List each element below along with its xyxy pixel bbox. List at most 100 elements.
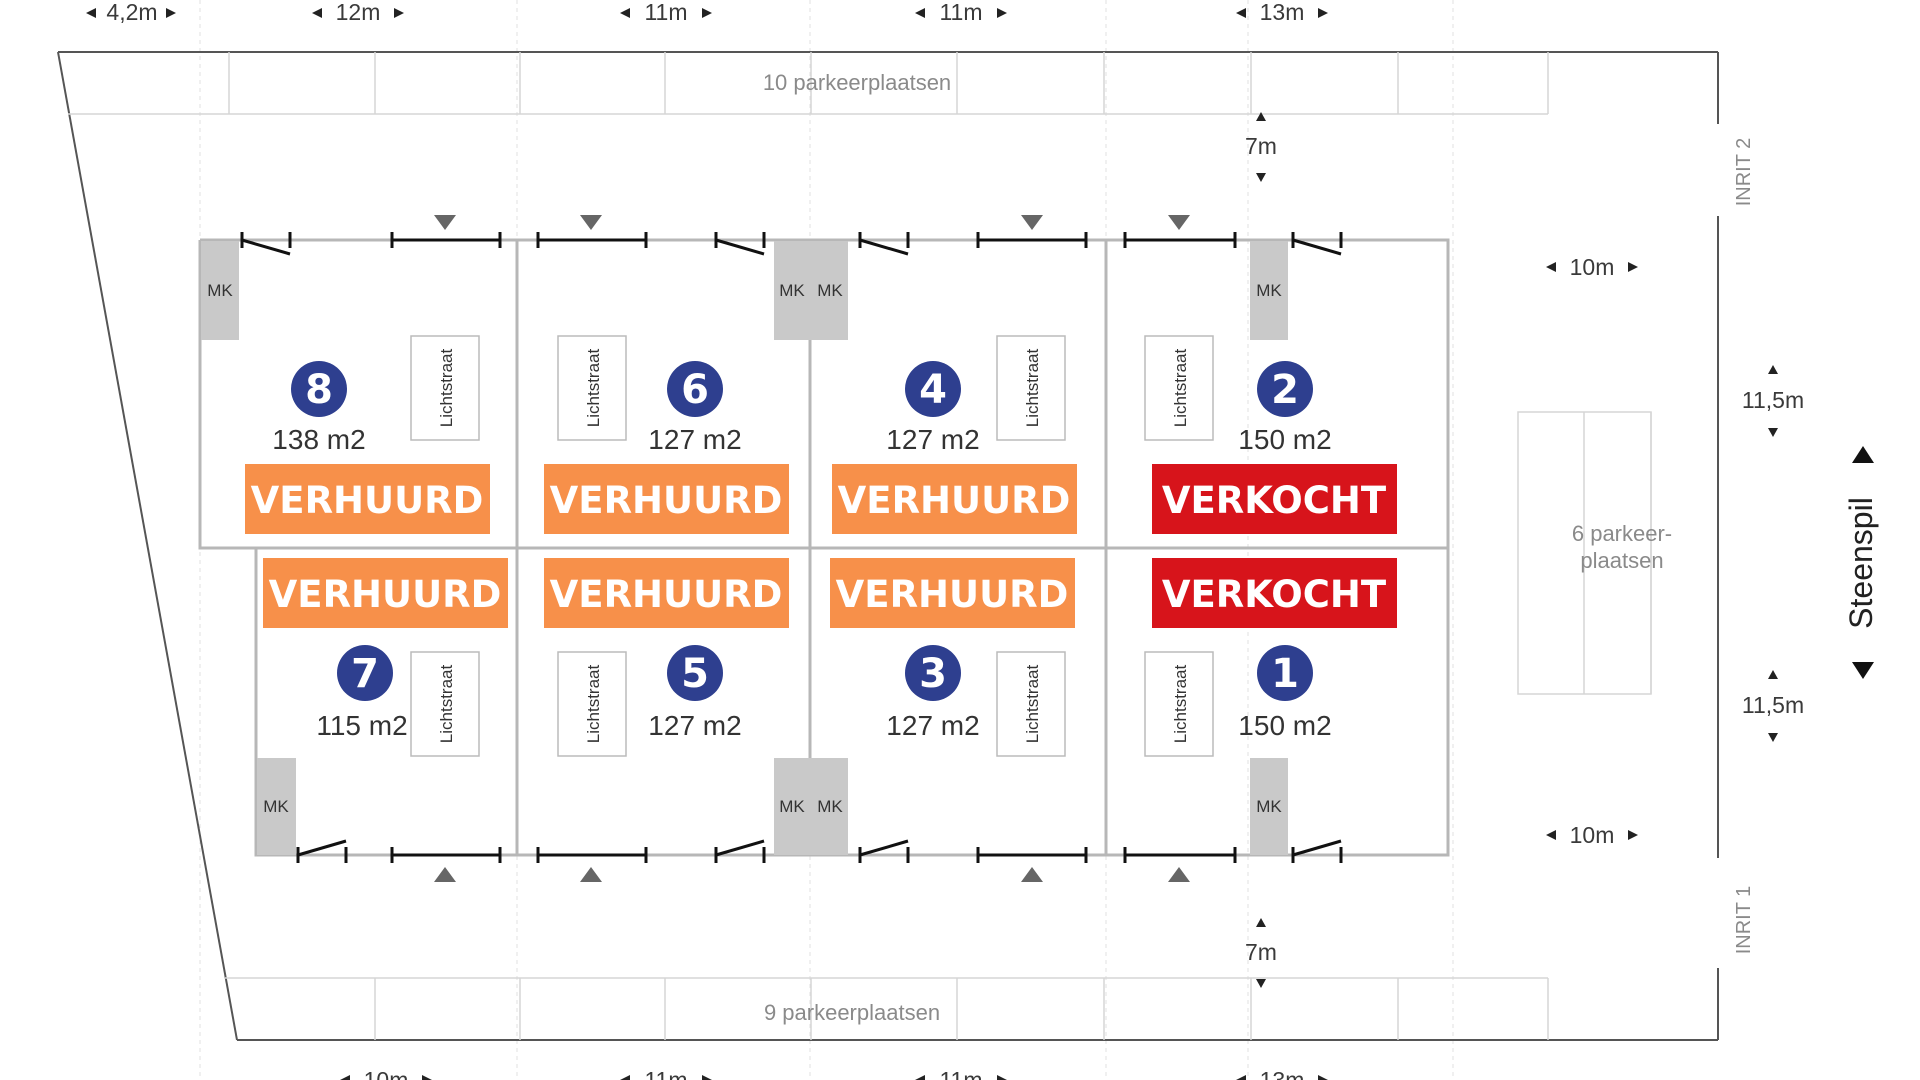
status-badge [830, 558, 1075, 628]
unit-badge [1257, 361, 1313, 417]
mk-unit-5: MK [774, 758, 811, 855]
top-dim-1: 4,2m [86, 0, 176, 25]
door-unit-6 [715, 238, 765, 256]
unit-number: 5 [681, 651, 709, 697]
door-unit-2 [1292, 238, 1342, 256]
status-label: VERHUURD [550, 479, 783, 522]
skylight-unit-3: Lichtstraat [996, 651, 1066, 757]
bottom-dim-3: 11m [915, 1067, 1007, 1080]
svg-text:13m: 13m [1260, 1067, 1305, 1080]
svg-text:Lichtstraat: Lichtstraat [1171, 665, 1190, 744]
svg-text:Lichtstraat: Lichtstraat [584, 349, 603, 428]
parking-right-label-1: 6 parkeer- [1572, 521, 1672, 546]
svg-text:Lichtstraat: Lichtstraat [1171, 349, 1190, 428]
doors-top [240, 232, 1343, 256]
guide-lines [199, 0, 1454, 1080]
svg-text:MK: MK [263, 797, 289, 816]
unit-7[interactable]: VERHUURD 7 115 m2 [263, 558, 508, 741]
svg-text:12m: 12m [336, 0, 381, 25]
skylights: Lichtstraat Lichtstraat Lichtstraat Lich… [410, 335, 1214, 757]
svg-text:13m: 13m [1260, 0, 1305, 25]
status-badge [544, 464, 789, 534]
unit-badge [667, 645, 723, 701]
right-dim-bottom: 10m [1546, 822, 1638, 848]
right-height-top: 11,5m [1742, 365, 1804, 437]
unit-area: 127 m2 [648, 424, 741, 455]
svg-text:MK: MK [207, 281, 233, 300]
unit-4[interactable]: 4 127 m2 VERHUURD [832, 361, 1077, 534]
top-dimensions: 4,2m 12m 11m 11m 13m [86, 0, 1328, 25]
svg-text:7m: 7m [1245, 939, 1277, 965]
svg-text:MK: MK [817, 797, 843, 816]
status-label: VERHUURD [269, 573, 502, 616]
top-dim-5: 13m [1236, 0, 1328, 25]
svg-text:MK: MK [779, 281, 805, 300]
bottom-dim-1: 10m [340, 1067, 432, 1080]
unit-3[interactable]: VERHUURD 3 127 m2 [830, 558, 1075, 741]
mk-unit-1: MK [1250, 758, 1288, 855]
entrance-2-label: INRIT 2 [1733, 138, 1755, 207]
status-label: VERHUURD [838, 479, 1071, 522]
svg-text:11m: 11m [644, 1067, 687, 1080]
parking-top [68, 52, 1549, 115]
svg-text:MK: MK [1256, 797, 1282, 816]
status-badge [245, 464, 490, 534]
skylight-unit-8: Lichtstraat [410, 335, 480, 441]
unit-1[interactable]: VERKOCHT 1 150 m2 [1152, 558, 1397, 741]
unit-number: 2 [1271, 367, 1299, 413]
svg-text:10m: 10m [1570, 822, 1615, 848]
skylight-unit-1: Lichtstraat [1144, 651, 1214, 757]
svg-text:MK: MK [779, 797, 805, 816]
road-bottom-width: 7m [1245, 918, 1277, 988]
svg-text:11m: 11m [644, 0, 687, 25]
unit-number: 4 [919, 367, 947, 413]
unit-2[interactable]: 2 150 m2 VERKOCHT [1152, 361, 1397, 534]
unit-number: 3 [919, 651, 947, 697]
skylight-unit-5: Lichtstraat [557, 651, 627, 757]
mk-blocks: MK MK MK MK MK MK MK MK [201, 241, 1288, 855]
svg-text:Steenspil: Steenspil [1843, 497, 1879, 629]
site-outline [57, 51, 1719, 1041]
unit-8[interactable]: 8 138 m2 VERHUURD [245, 361, 490, 534]
unit-badge [905, 645, 961, 701]
mk-unit-7: MK [257, 758, 296, 855]
bottom-dimensions: 10m 11m 11m 13m [340, 1067, 1328, 1080]
status-label: VERHUURD [550, 573, 783, 616]
svg-text:Lichtstraat: Lichtstraat [437, 349, 456, 428]
entry-markers-top [434, 215, 1190, 230]
mk-unit-3: MK [811, 758, 848, 855]
svg-text:MK: MK [817, 281, 843, 300]
mk-unit-8: MK [201, 241, 239, 340]
unit-area: 150 m2 [1238, 710, 1331, 741]
svg-text:10m: 10m [364, 1067, 409, 1080]
status-label: VERKOCHT [1162, 479, 1387, 522]
status-badge [1152, 464, 1397, 534]
mk-unit-2: MK [1250, 241, 1288, 340]
skylight-unit-2: Lichtstraat [1144, 335, 1214, 441]
unit-5[interactable]: VERHUURD 5 127 m2 [544, 558, 789, 741]
svg-text:11m: 11m [939, 0, 982, 25]
svg-text:7m: 7m [1245, 133, 1277, 159]
entry-markers-bottom [434, 867, 1190, 882]
entrance-1-label: INRIT 1 [1733, 886, 1755, 955]
door-unit-7 [297, 839, 347, 857]
svg-text:Lichtstraat: Lichtstraat [1023, 665, 1042, 744]
door-unit-8 [241, 238, 291, 256]
svg-text:Lichtstraat: Lichtstraat [437, 665, 456, 744]
top-dim-4: 11m [915, 0, 1007, 25]
top-dim-3: 11m [620, 0, 712, 25]
unit-area: 127 m2 [648, 710, 741, 741]
unit-area: 138 m2 [272, 424, 365, 455]
unit-number: 1 [1271, 651, 1299, 697]
door-unit-1 [1292, 839, 1342, 857]
door-unit-4 [859, 238, 909, 256]
unit-6[interactable]: 6 127 m2 VERHUURD [544, 361, 789, 534]
parking-top-label: 10 parkeerplaatsen [763, 70, 951, 95]
unit-area: 127 m2 [886, 710, 979, 741]
right-height-bottom: 11,5m [1742, 670, 1804, 742]
skylight-unit-7: Lichtstraat [410, 651, 480, 757]
doors-bottom [296, 839, 1343, 863]
road-top-width: 7m [1245, 112, 1277, 182]
unit-badge [1257, 645, 1313, 701]
